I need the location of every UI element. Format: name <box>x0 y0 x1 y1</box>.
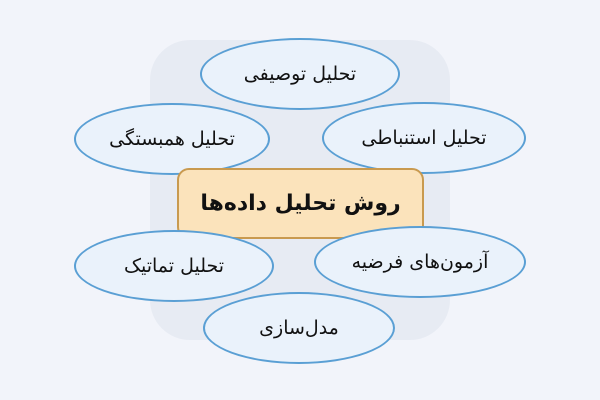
node-label: تحلیل توصیفی <box>243 63 357 85</box>
node-label: تحلیل تماتیک <box>123 255 225 277</box>
node-inferential-analysis: تحلیل استنباطی <box>322 102 526 174</box>
node-thematic-analysis: تحلیل تماتیک <box>74 230 274 302</box>
node-label: تحلیل همبستگی <box>109 128 235 150</box>
central-topic-label: روش تحلیل داده‌ها <box>200 191 401 216</box>
node-label: مدل‌سازی <box>259 317 339 339</box>
node-correlation-analysis: تحلیل همبستگی <box>74 103 270 175</box>
node-modeling: مدل‌سازی <box>203 292 395 364</box>
node-descriptive-analysis: تحلیل توصیفی <box>200 38 400 110</box>
node-label: آزمون‌های فرضیه <box>351 251 489 273</box>
node-hypothesis-testing: آزمون‌های فرضیه <box>314 226 526 298</box>
central-topic-box: روش تحلیل داده‌ها <box>177 168 424 239</box>
node-label: تحلیل استنباطی <box>361 127 487 149</box>
